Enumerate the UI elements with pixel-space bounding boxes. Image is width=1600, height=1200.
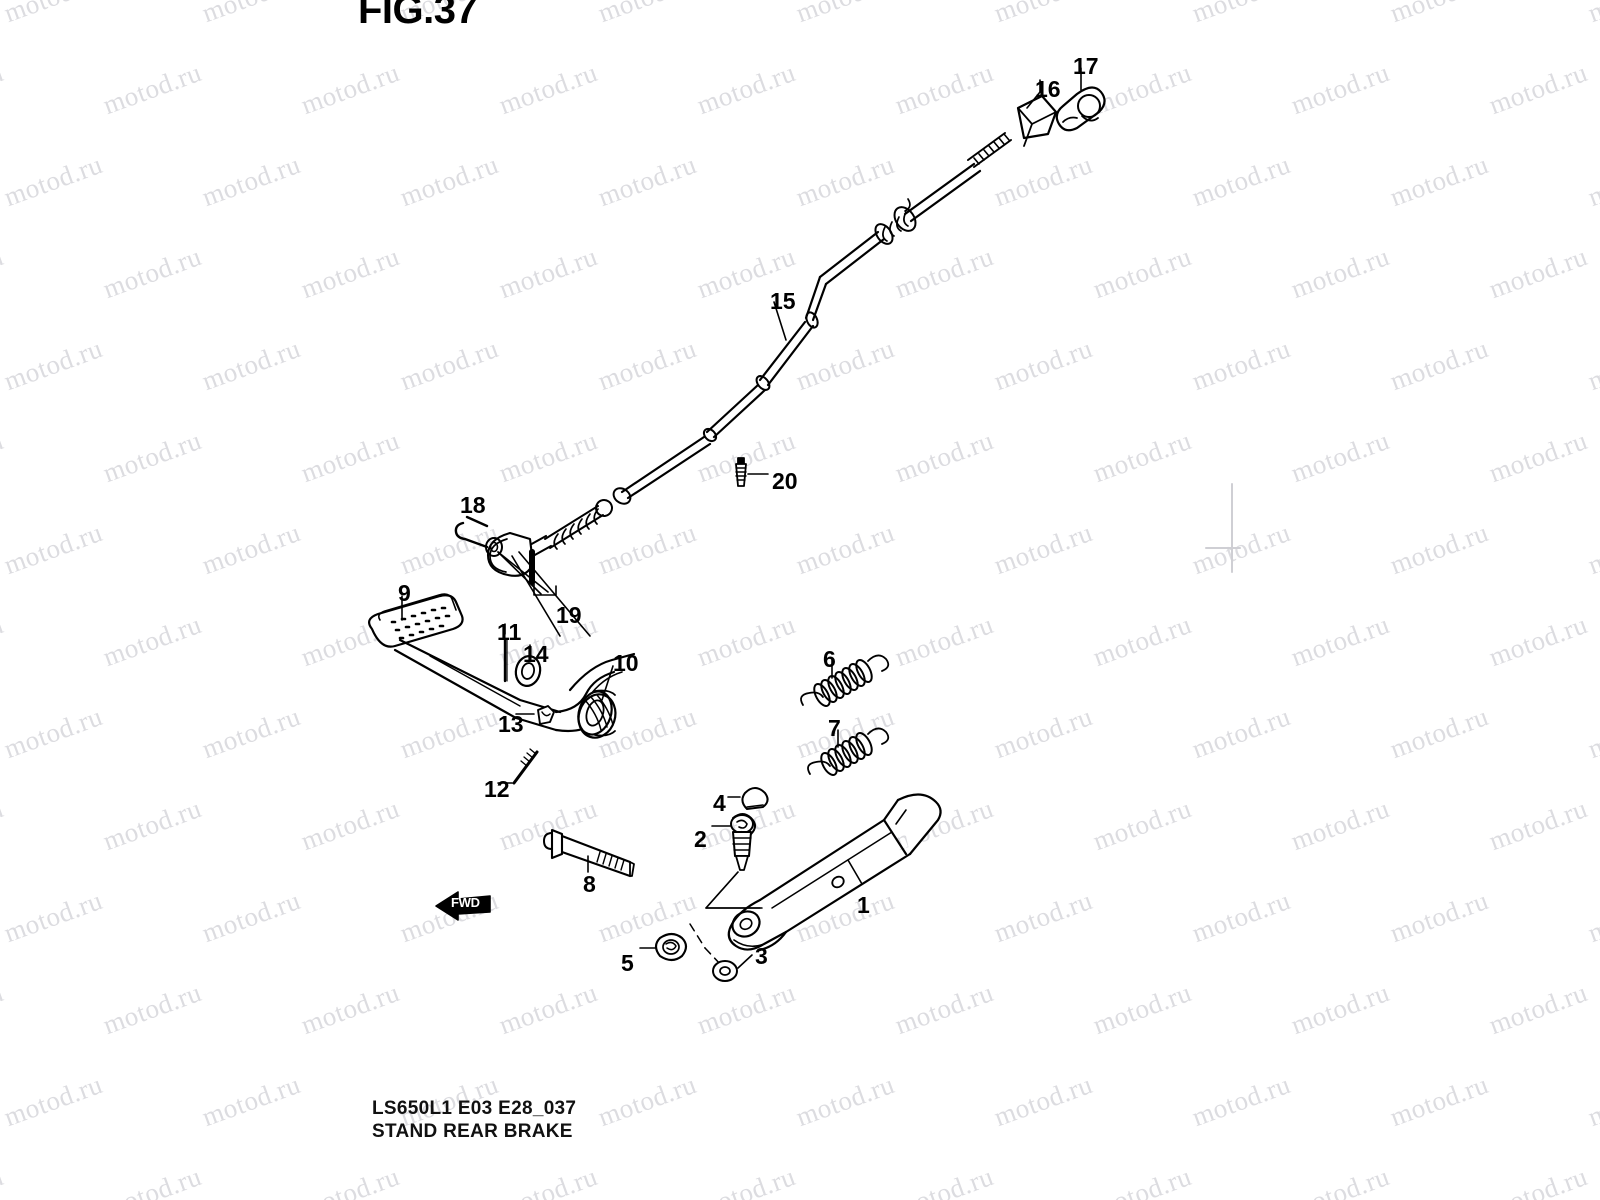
callout-rubber-cap: 4 xyxy=(713,790,726,816)
fwd-orientation-marker: FWD xyxy=(432,889,488,917)
callout-rod-end-cam-lever: 17 xyxy=(1073,53,1099,79)
callout-split-pin: 19 xyxy=(556,602,582,628)
callout-return-spring-outer: 6 xyxy=(823,646,836,672)
callout-stand-bolt: 8 xyxy=(583,871,596,897)
callout-stand-pivot-bolt: 2 xyxy=(694,826,707,852)
callout-adjuster-bolt: 20 xyxy=(772,468,798,494)
callout-clevis-pin: 18 xyxy=(460,492,486,518)
callout-pedal-pin: 12 xyxy=(484,776,510,802)
callout-washer-lower: 3 xyxy=(755,943,768,969)
callout-nut: 5 xyxy=(621,950,634,976)
caption-code: LS650L1 E03 E28_037 xyxy=(372,1098,577,1119)
figure-title: FIG.37 xyxy=(358,0,478,32)
callout-return-spring-inner: 7 xyxy=(828,715,841,741)
callout-pedal-stopper-bolt: 13 xyxy=(498,711,524,737)
caption-name: STAND REAR BRAKE xyxy=(372,1121,573,1143)
callout-brake-rod: 15 xyxy=(770,288,796,314)
figure-caption: LS650L1 E03 E28_037 STAND REAR BRAKE xyxy=(372,1097,576,1143)
callout-cotter-pin: 11 xyxy=(497,619,522,645)
callout-oil-seal: 14 xyxy=(523,641,549,667)
callout-pedal-bushing: 10 xyxy=(613,650,639,676)
callout-rod-joint: 16 xyxy=(1035,76,1061,102)
fwd-label: FWD xyxy=(451,895,480,910)
callout-side-stand-leg: 1 xyxy=(857,892,870,918)
callout-brake-pedal: 9 xyxy=(398,580,411,606)
